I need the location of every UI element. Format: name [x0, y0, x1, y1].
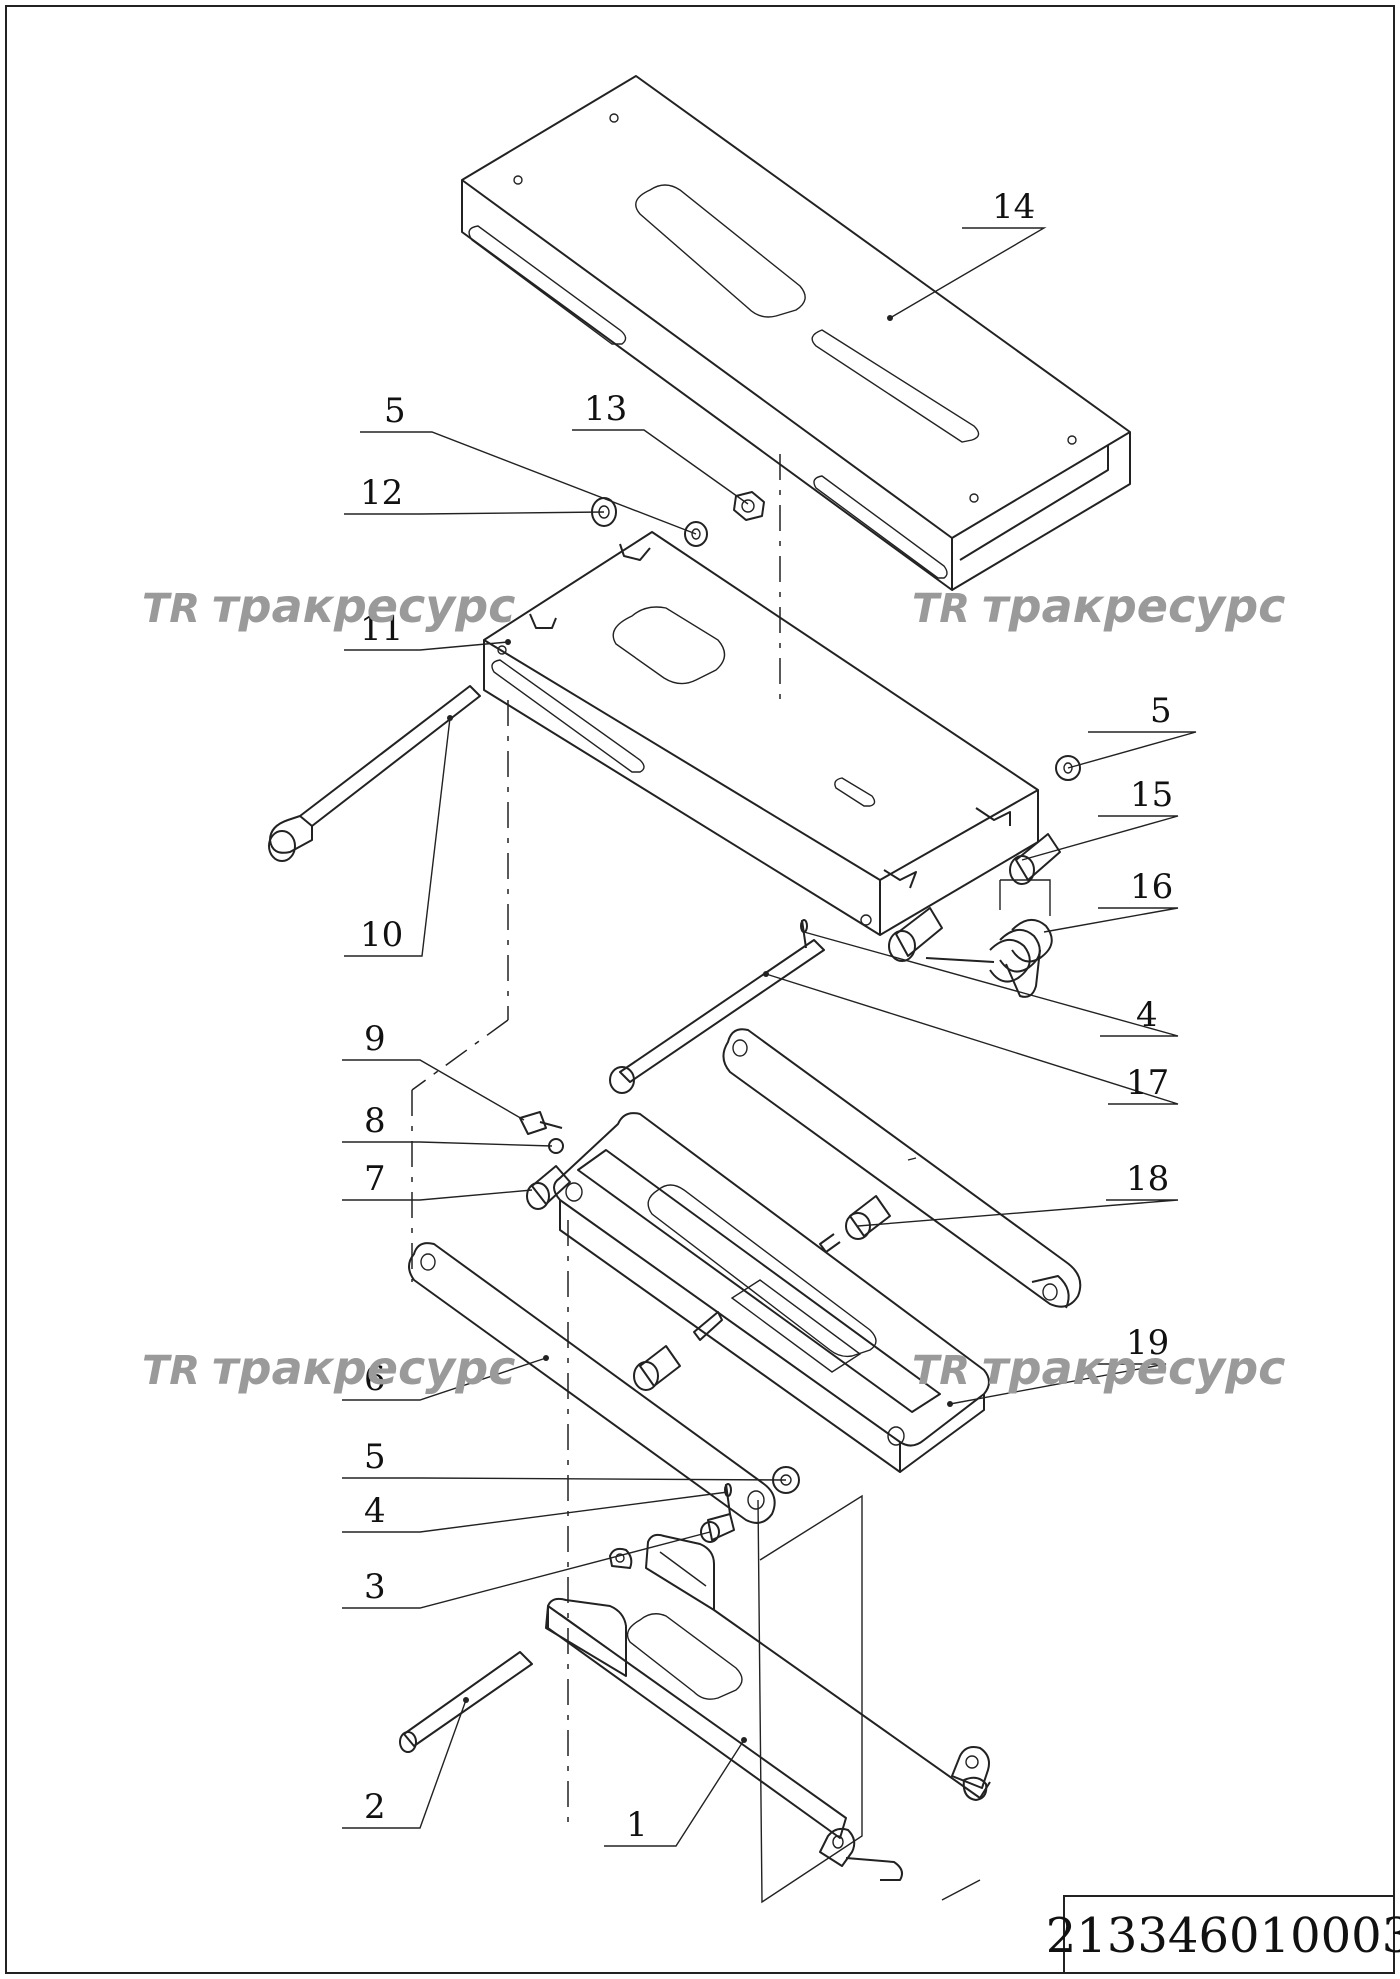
svg-text:тракресурс: тракресурс: [982, 1341, 1285, 1395]
document-number: 213346010003: [1046, 1908, 1400, 1964]
callout-12: 12: [360, 473, 403, 513]
part-16-torsion-spring: [925, 919, 1053, 998]
part-5-washer-right: [1055, 755, 1081, 781]
callout-5-right: 5: [1150, 691, 1172, 731]
callout-13: 13: [584, 389, 627, 429]
part-9-bolt: [519, 1111, 563, 1135]
part-1-base: [545, 1533, 991, 1881]
callout-16: 16: [1130, 867, 1173, 907]
part-3-pin: [700, 1513, 735, 1543]
leader-lines: [342, 227, 1197, 1847]
callout-14: 14: [992, 187, 1035, 227]
part-15-bushing: [1009, 833, 1061, 885]
callout-2: 2: [364, 1787, 386, 1827]
svg-text:TR: TR: [142, 586, 200, 632]
svg-text:TR: TR: [912, 1348, 970, 1394]
part-4-cotter-pin-top: [800, 919, 808, 949]
title-block: 213346010003: [1046, 1895, 1400, 1974]
part-17-pin: [609, 939, 825, 1094]
part-10-long-bolt: [268, 685, 481, 862]
callout-6: 6: [364, 1359, 386, 1399]
callout-8: 8: [364, 1101, 386, 1141]
part-13-nut: [733, 491, 765, 521]
callout-7: 7: [364, 1159, 386, 1199]
part-7-bushing: [526, 1165, 571, 1210]
part-spacer-under-plate: [888, 907, 943, 962]
part-spacer-lower: [633, 1311, 723, 1391]
watermark-bottom-right: TR тракресурс: [912, 1341, 1285, 1395]
callout-10: 10: [360, 915, 403, 955]
callout-5-top: 5: [384, 391, 406, 431]
drawing-frame: [5, 5, 1395, 1974]
svg-text:тракресурс: тракресурс: [212, 579, 515, 633]
callout-17: 17: [1126, 1063, 1169, 1103]
callout-19: 19: [1126, 1323, 1169, 1363]
part-4-cotter-pin-lower: [724, 1483, 732, 1515]
callout-3: 3: [364, 1567, 386, 1607]
watermark-top-right: TR тракресурс: [912, 579, 1285, 633]
part-18-spacer: [819, 1195, 891, 1253]
svg-text:TR: TR: [142, 1348, 200, 1394]
callout-4-lower: 4: [364, 1491, 386, 1531]
watermark-top-left: TR тракресурс: [142, 579, 515, 633]
callout-1: 1: [626, 1805, 648, 1845]
part-6-lower-arm: [408, 1242, 776, 1524]
part-19-inner-frame: [553, 1112, 990, 1473]
assembly-centerlines: [411, 454, 1051, 1904]
callout-labels: 14 5 13 12 11 5 15 16 10 4 9 17 8 7 18 1…: [360, 187, 1173, 1845]
part-5-washer-top: [684, 521, 708, 547]
part-arm-upper-right: [722, 1028, 1082, 1309]
svg-text:TR: TR: [912, 586, 970, 632]
callout-5-lower: 5: [364, 1437, 386, 1477]
callout-11: 11: [360, 609, 403, 649]
watermark-bottom-left: TR тракресурс: [142, 1341, 515, 1395]
svg-text:тракресурс: тракресурс: [982, 579, 1285, 633]
callout-15: 15: [1130, 775, 1173, 815]
callout-4-upper: 4: [1136, 995, 1158, 1035]
callout-9: 9: [364, 1019, 386, 1059]
part-14-top-plate: [461, 75, 1131, 591]
callout-18: 18: [1126, 1159, 1169, 1199]
svg-text:тракресурс: тракресурс: [212, 1341, 515, 1395]
